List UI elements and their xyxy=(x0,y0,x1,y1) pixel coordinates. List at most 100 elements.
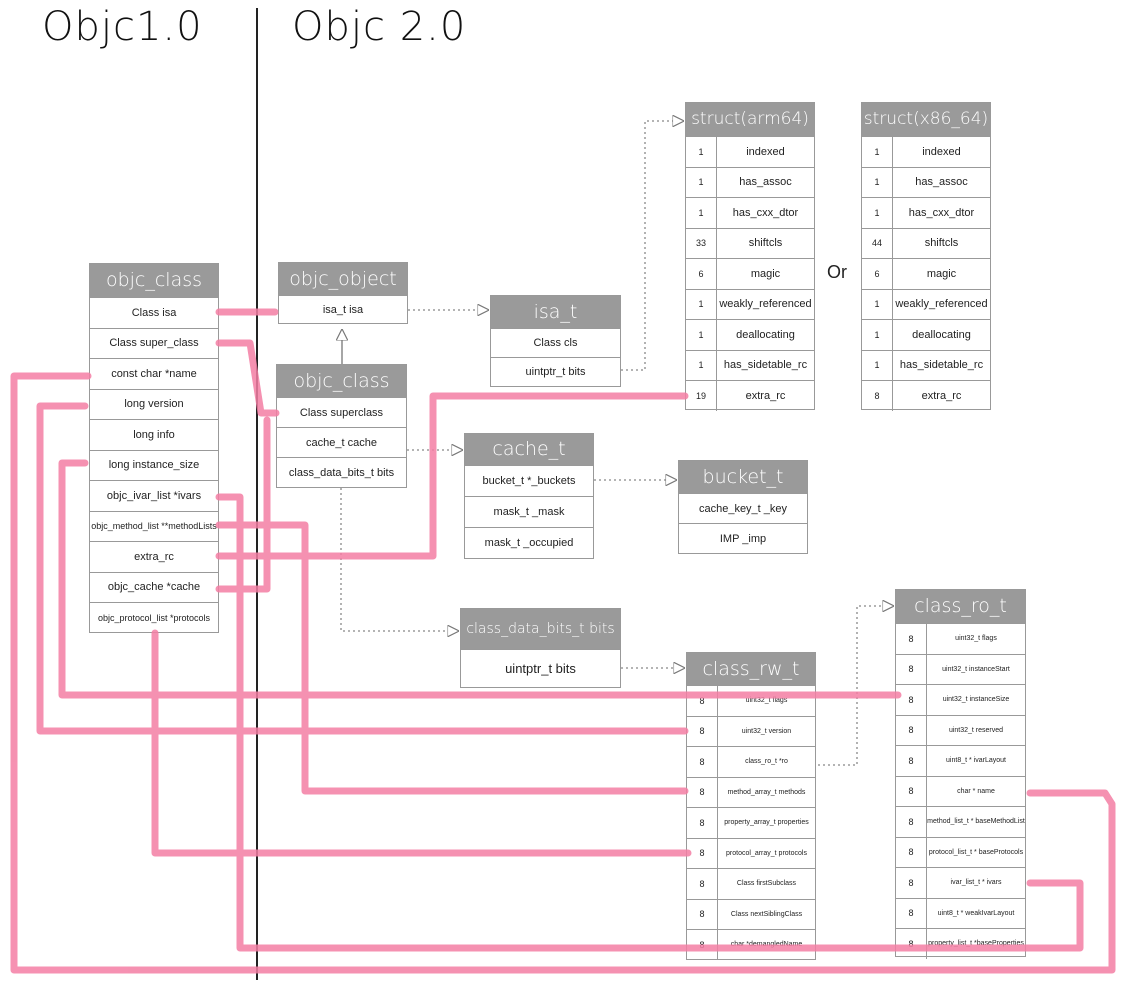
class-ro-t-row-size: 8 xyxy=(896,715,927,745)
isa-t-field-cls: Class cls xyxy=(491,328,620,357)
bucket-t-title: bucket_t xyxy=(679,461,807,493)
class-rw-t-row-size: 8 xyxy=(687,686,718,716)
struct-arm64-row-size: 1 xyxy=(686,137,717,167)
objc-object-title: objc_object xyxy=(279,263,407,295)
class-ro-t-row-size: 8 xyxy=(896,807,927,837)
class-rw-t-row-field: protocol_array_t protocols xyxy=(726,849,807,857)
struct-x86-row-size: 1 xyxy=(862,320,893,350)
wire-instance-size xyxy=(58,459,902,699)
struct-arm64-row-size: 1 xyxy=(686,320,717,350)
cache-t-field-buckets: bucket_t *_buckets xyxy=(465,465,593,496)
isa-t-field-bits: uintptr_t bits xyxy=(491,357,620,386)
class-ro-t-row-field: uint32_t instanceStart xyxy=(942,665,1010,673)
class-rw-t-row: 8 uint32_t flags xyxy=(687,685,815,716)
title-objc1: Objc1.0 xyxy=(42,4,203,50)
bucket-t-box: bucket_t cache_key_t _key IMP _imp xyxy=(678,460,808,554)
class-ro-t-row-size: 8 xyxy=(896,868,927,898)
struct-arm64-row-size: 1 xyxy=(686,289,717,319)
dotted-arrows xyxy=(340,121,893,766)
wire-ivars xyxy=(215,493,1084,952)
class-rw-t-row-field: Class nextSiblingClass xyxy=(730,910,803,918)
struct-x86-row-size: 6 xyxy=(862,259,893,289)
struct-arm64-row-field: has_assoc xyxy=(739,176,792,189)
struct-x86-row-size: 1 xyxy=(862,167,893,197)
wire-cache xyxy=(215,416,271,593)
class-ro-t-row-size: 8 xyxy=(896,654,927,684)
arrow-bits-to-data-bits xyxy=(340,488,458,631)
struct-arm64-row-field: weakly_referenced xyxy=(719,298,812,311)
struct-x86-row: 44 shiftcls xyxy=(862,227,990,258)
bucket-t-field-key: cache_key_t _key xyxy=(679,493,807,523)
objc-class-v1-field-3: long version xyxy=(90,388,218,420)
class-ro-t-row-field: property_list_t *baseProperties xyxy=(928,940,1024,948)
objc-class-v1-field-5: long instance_size xyxy=(90,449,218,481)
objc-class-v2-box: objc_class Class superclass cache_t cach… xyxy=(276,364,407,488)
class-ro-t-row-field: uint32_t reserved xyxy=(948,726,1004,734)
class-ro-t-row-size: 8 xyxy=(896,776,927,806)
objc-class-v1-field-8: extra_rc xyxy=(90,541,218,572)
cache-t-title: cache_t xyxy=(465,434,593,465)
objc-class-v1-field-10: objc_protocol_list *protocols xyxy=(90,602,218,633)
struct-x86-row-field: has_assoc xyxy=(915,176,968,189)
struct-arm64-row-field: indexed xyxy=(746,145,785,158)
struct-x86-row-size: 1 xyxy=(862,198,893,228)
struct-arm64-row: 1 indexed xyxy=(686,136,814,167)
struct-x86-row-field: weakly_referenced xyxy=(895,298,988,311)
title-objc2: Objc 2.0 xyxy=(292,4,467,50)
class-rw-t-row-size: 8 xyxy=(687,808,718,838)
struct-x86-row-field: shiftcls xyxy=(924,237,959,250)
bucket-t-field-imp: IMP _imp xyxy=(679,523,807,553)
struct-arm64-row-field: extra_rc xyxy=(745,389,786,402)
class-ro-t-row-field: uint8_t * weakIvarLayout xyxy=(937,909,1015,917)
struct-arm64-row: 1 has_assoc xyxy=(686,166,814,197)
struct-arm64-row-size: 6 xyxy=(686,259,717,289)
class-rw-t-row-field: Class firstSubclass xyxy=(736,880,797,888)
struct-x86-title: struct(x86_64) xyxy=(862,103,990,136)
struct-arm64-row-size: 33 xyxy=(686,228,717,258)
struct-x86-row-size: 1 xyxy=(862,289,893,319)
struct-x86-row-field: has_sidetable_rc xyxy=(899,359,984,372)
struct-arm64-row-size: 1 xyxy=(686,198,717,228)
cache-t-field-mask: mask_t _mask xyxy=(465,496,593,527)
struct-x86-row-field: extra_rc xyxy=(921,389,962,402)
class-rw-t-row-field: uint32_t flags xyxy=(745,697,788,705)
cache-t-field-occupied: mask_t _occupied xyxy=(465,527,593,558)
wire-extra-rc xyxy=(215,392,689,560)
struct-arm64-row-field: has_cxx_dtor xyxy=(732,206,799,219)
class-ro-t-row-field: protocol_list_t * baseProtocols xyxy=(928,848,1024,856)
struct-x86-row-size: 44 xyxy=(862,228,893,258)
struct-arm64-row-size: 1 xyxy=(686,167,717,197)
class-data-bits-title: class_data_bits_t bits xyxy=(461,609,620,649)
struct-x86-row: 1 has_assoc xyxy=(862,166,990,197)
class-ro-t-row-size: 8 xyxy=(896,624,927,654)
wire-version xyxy=(36,402,689,735)
objc-class-v1-field-2: const char *name xyxy=(90,358,218,389)
class-ro-t-row-size: 8 xyxy=(896,929,927,959)
wire-protocols xyxy=(151,629,692,857)
struct-x86-row-size: 1 xyxy=(862,137,893,167)
objc-object-box: objc_object isa_t isa xyxy=(278,262,408,324)
class-ro-t-row-field: char * name xyxy=(957,787,995,795)
class-rw-t-row-field: property_array_t properties xyxy=(724,819,809,827)
pink-wires xyxy=(10,308,1116,974)
objc-class-v2-field-cache: cache_t cache xyxy=(277,427,406,457)
arrow-ro-to-class-ro xyxy=(818,606,893,766)
